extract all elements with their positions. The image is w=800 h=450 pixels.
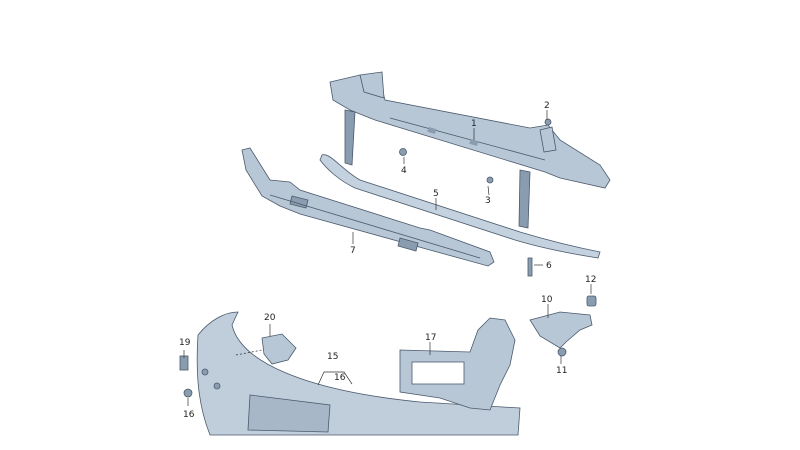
leader-lines [183,110,592,406]
clip-16-left [183,388,193,398]
nut-4 [399,148,407,156]
guide-bracket[interactable] [529,311,593,349]
callout-5: 5 [433,189,439,199]
callout-16-left: 16 [183,410,195,420]
callout-4: 4 [401,166,407,176]
callout-15: 15 [327,352,338,362]
callout-7: 7 [350,246,356,256]
callout-2: 2 [544,101,550,111]
callout-19: 19 [179,338,191,348]
screw-3 [486,176,494,184]
clip-19 [179,355,189,371]
seal-strip[interactable] [319,154,601,259]
impact-absorber[interactable] [241,147,495,267]
callout-10: 10 [541,295,553,305]
callout-20: 20 [264,313,276,323]
screw-2 [544,118,552,126]
callout-16-center: 16 [334,373,346,383]
fasteners [179,118,597,398]
callout-17: 17 [425,333,436,343]
cross-member[interactable] [329,71,611,229]
clip-6 [527,257,533,277]
callout-6: 6 [546,261,552,271]
bumper-cover[interactable] [196,311,521,436]
callout-3: 3 [485,196,491,206]
nut-11 [557,347,567,357]
callout-11: 11 [556,366,567,376]
clip-12 [586,295,597,307]
side-bracket-frame[interactable] [399,317,516,411]
callout-12: 12 [585,275,596,285]
callout-1: 1 [471,119,477,129]
callout-labels: 1 2 3 4 5 6 7 10 11 12 15 16 16 17 19 20 [179,101,596,420]
small-bracket[interactable] [261,333,297,365]
